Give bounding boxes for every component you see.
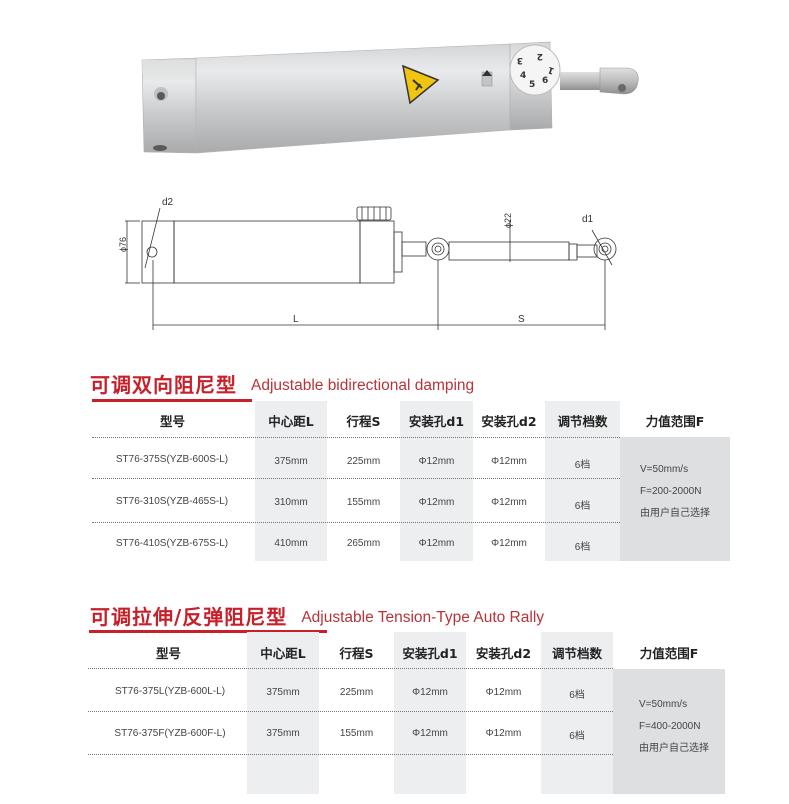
svg-text:6: 6 (542, 76, 548, 86)
col-shade-L (247, 632, 319, 794)
header-d1: 安装孔d1 (408, 414, 465, 429)
header-stroke: 行程S (346, 414, 381, 429)
section-1-title: 可调双向阻尼型 Adjustable bidirectional damping (90, 373, 474, 397)
cell-L: 375mm (274, 456, 308, 467)
adjustment-knob: 3 2 1 4 5 6 (509, 44, 561, 96)
row-divider (88, 668, 613, 669)
dimension-drawing: d2 d1 ϕ76 ϕ22 L S (100, 190, 660, 340)
force-shade (613, 669, 725, 794)
phi22-label: ϕ22 (503, 213, 513, 228)
section-2-underline (89, 630, 327, 633)
section-1-title-cn: 可调双向阻尼型 (90, 373, 237, 397)
col-shade-gears (541, 632, 613, 794)
col-shade-gears (545, 401, 620, 561)
header-center-distance: 中心距L (260, 646, 306, 661)
cell-S: 225mm (339, 687, 374, 698)
force-info: V=50mm/s F=200-2000N 由用户自己选择 (640, 459, 710, 525)
cell-S: 155mm (346, 497, 381, 508)
row-divider (88, 711, 613, 712)
svg-text:4: 4 (520, 71, 526, 81)
cell-L: 410mm (274, 538, 308, 549)
svg-text:2: 2 (537, 51, 543, 61)
d2-label: d2 (162, 197, 174, 208)
cell-gears: 6档 (569, 731, 585, 742)
force-range: F=400-2000N (639, 721, 701, 732)
cell-gears: 6档 (574, 501, 591, 512)
row-divider (92, 522, 620, 523)
cell-d1: Φ12mm (418, 538, 455, 549)
force-shade (620, 437, 730, 561)
cell-d2: Φ12mm (491, 497, 527, 508)
header-stroke: 行程S (339, 646, 374, 661)
cell-d1: Φ12mm (418, 456, 455, 467)
force-note: 由用户自己选择 (640, 508, 710, 519)
header-d2: 安装孔d2 (481, 414, 537, 429)
row-divider (88, 754, 613, 755)
force-speed: V=50mm/s (639, 699, 688, 710)
cell-d2: Φ12mm (491, 456, 527, 467)
d1-label: d1 (582, 214, 594, 225)
section-1-underline (92, 399, 252, 402)
phi76-label: ϕ76 (118, 237, 128, 252)
cell-gears: 6档 (574, 460, 591, 471)
cell-S: 225mm (346, 456, 381, 467)
cell-model: ST76-375L(YZB-600L-L) (114, 686, 226, 697)
cell-model: ST76-310S(YZB-465S-L) (115, 496, 229, 507)
header-d2: 安装孔d2 (475, 646, 532, 661)
header-gears: 调节档数 (551, 646, 602, 661)
row-divider (92, 478, 620, 479)
cell-S: 265mm (346, 538, 381, 549)
header-gears: 调节档数 (557, 414, 608, 429)
header-model: 型号 (159, 414, 185, 429)
cell-d1: Φ12mm (412, 728, 448, 739)
product-photo: 3 2 1 4 5 6 (130, 0, 650, 180)
force-speed: V=50mm/s (640, 464, 689, 475)
svg-text:1: 1 (547, 64, 556, 76)
cell-d1: Φ12mm (412, 687, 448, 698)
header-d1: 安装孔d1 (402, 646, 458, 661)
svg-text:3: 3 (517, 55, 523, 65)
header-center-distance: 中心距L (268, 414, 314, 429)
cell-d1: Φ12mm (418, 497, 455, 508)
row-divider (92, 437, 620, 438)
cell-d2: Φ12mm (491, 538, 527, 549)
cell-L: 375mm (266, 728, 300, 739)
col-shade-d1 (400, 401, 473, 561)
col-shade-d1 (394, 632, 466, 794)
cell-d2: Φ12mm (485, 687, 522, 698)
force-range: F=200-2000N (640, 486, 702, 497)
header-force: 力值范围F (639, 646, 699, 661)
header-model: 型号 (155, 646, 181, 661)
col-shade-L (255, 401, 327, 561)
cell-L: 375mm (266, 687, 300, 698)
section-2-title-en: Adjustable Tension-Type Auto Rally (301, 609, 545, 626)
section-1-title-en: Adjustable bidirectional damping (251, 377, 475, 394)
header-force: 力值范围F (645, 414, 705, 429)
cell-model: ST76-410S(YZB-675S-L) (115, 538, 229, 549)
svg-text:5: 5 (529, 80, 535, 90)
force-info: V=50mm/s F=400-2000N 由用户自己选择 (639, 694, 709, 760)
cell-gears: 6档 (574, 542, 591, 553)
cell-model: ST76-375F(YZB-600F-L) (114, 728, 226, 739)
cell-d2: Φ12mm (485, 728, 522, 739)
cell-L: 310mm (274, 497, 308, 508)
L-label: L (293, 314, 299, 325)
force-note: 由用户自己选择 (639, 743, 709, 754)
S-label: S (518, 314, 525, 325)
cell-S: 155mm (339, 728, 374, 739)
section-2-title-cn: 可调拉伸/反弹阻尼型 (90, 605, 288, 629)
cell-gears: 6档 (569, 690, 585, 701)
section-2-title: 可调拉伸/反弹阻尼型 Adjustable Tension-Type Auto … (90, 605, 544, 629)
cell-model: ST76-375S(YZB-600S-L) (115, 454, 229, 465)
